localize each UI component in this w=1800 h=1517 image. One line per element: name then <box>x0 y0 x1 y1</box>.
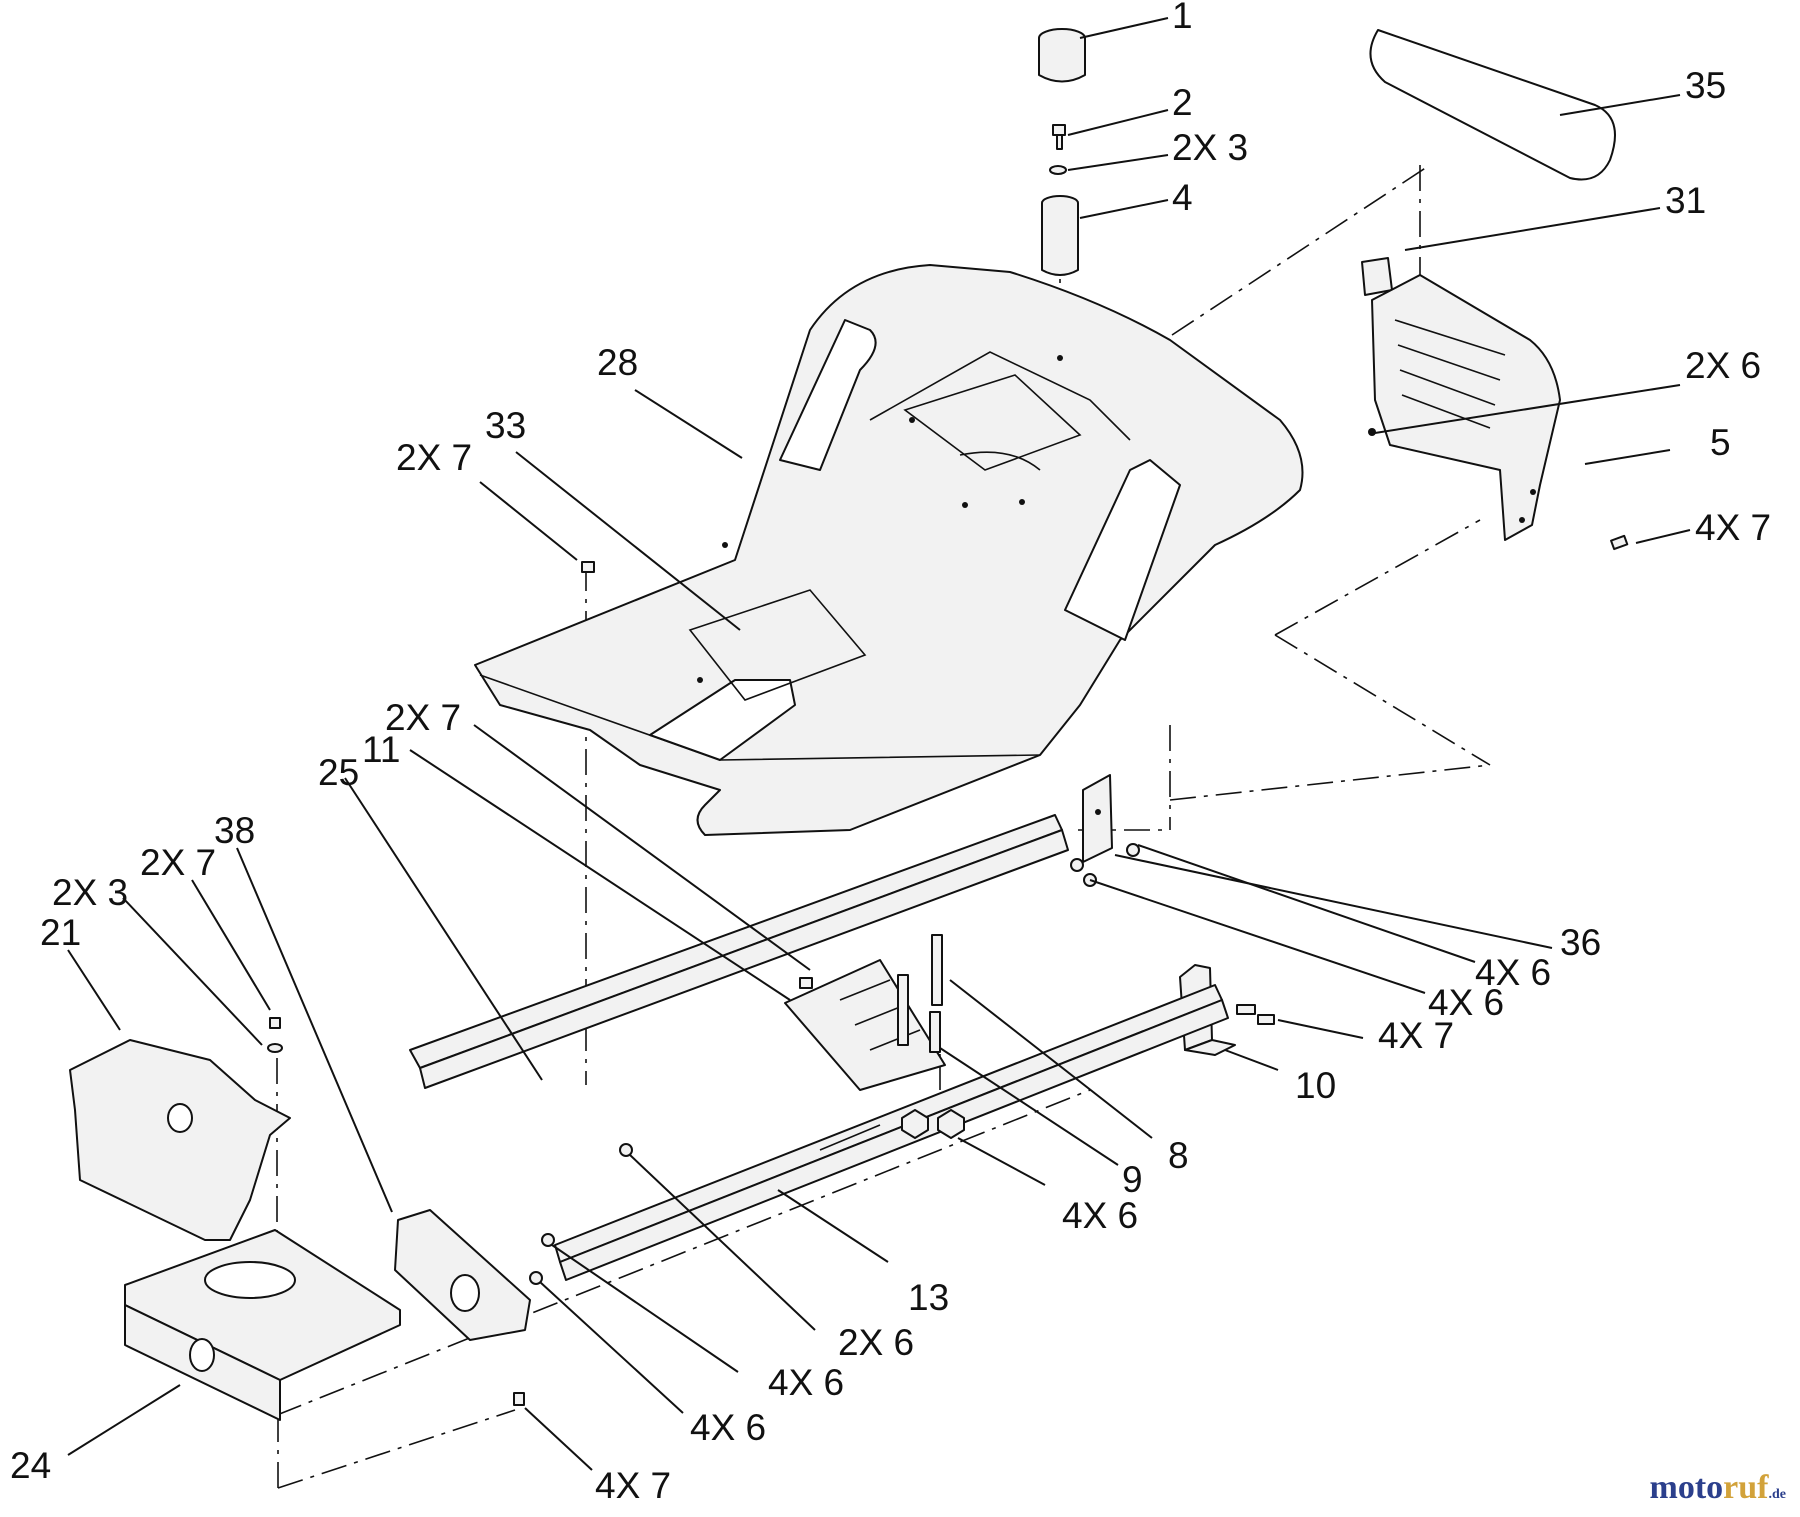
callout-38: 38 <box>214 810 255 851</box>
callout-4x-6-b: 4X 6 <box>1428 982 1504 1023</box>
leader-lines <box>67 17 1691 1471</box>
frame-crossmember-part-11 <box>784 959 946 1091</box>
callout-2x-7-c: 2X 7 <box>140 842 216 883</box>
bracket-part-38 <box>394 1209 531 1341</box>
callout-13: 13 <box>908 1277 949 1318</box>
callout-21: 21 <box>40 912 81 953</box>
callout-4x-6-d: 4X 6 <box>768 1362 844 1403</box>
callout-9: 9 <box>1122 1159 1143 1200</box>
callout-4x-7: 4X 7 <box>1695 507 1771 548</box>
callout-28: 28 <box>597 342 638 383</box>
callout-2: 2 <box>1172 82 1193 123</box>
callout-1: 1 <box>1172 0 1193 36</box>
decal-part-31 <box>1361 257 1393 296</box>
callout-31: 31 <box>1665 180 1706 221</box>
callout-2x-6: 2X 6 <box>1685 345 1761 386</box>
seat-part-35 <box>1369 29 1616 181</box>
bracket-part-36 <box>1082 774 1113 863</box>
watermark-suffix: .de <box>1768 1487 1787 1502</box>
callout-4x-6-e: 4X 6 <box>690 1407 766 1448</box>
seat-bracket-part-5 <box>1368 274 1629 551</box>
callout-2x-6-b: 2X 6 <box>838 1322 914 1363</box>
callout-4x-6-c: 4X 6 <box>1062 1195 1138 1236</box>
callout-8: 8 <box>1168 1135 1189 1176</box>
callout-4x-7-c: 4X 7 <box>595 1465 671 1506</box>
plate-part-24 <box>124 1229 401 1421</box>
spacer-part-9 <box>897 974 941 1053</box>
callout-5: 5 <box>1710 422 1731 463</box>
watermark-part2: ruf <box>1723 1469 1769 1506</box>
callout-36: 36 <box>1560 922 1601 963</box>
hardware-fasteners <box>513 561 1275 1406</box>
callout-2x-3-b: 2X 3 <box>52 872 128 913</box>
callout-33: 33 <box>485 405 526 446</box>
washer-part-3 <box>1049 165 1067 175</box>
callout-2x-7: 2X 7 <box>396 437 472 478</box>
callout-4x-6-a: 4X 6 <box>1475 952 1551 993</box>
watermark-logo: motoruf.de <box>1650 1469 1786 1507</box>
body-pan-part-28 <box>474 264 1304 836</box>
callout-10: 10 <box>1295 1065 1336 1106</box>
callout-35: 35 <box>1685 65 1726 106</box>
watermark-part1: moto <box>1649 1469 1724 1506</box>
screw-part-2 <box>1052 124 1066 150</box>
knob-part-1 <box>1038 28 1086 83</box>
callout-4: 4 <box>1172 177 1193 218</box>
frame-rail-part-25 <box>409 814 1069 1089</box>
callout-2x-7-b: 2X 7 <box>385 697 461 738</box>
spacer-part-4 <box>1041 195 1079 276</box>
callout-24: 24 <box>10 1445 51 1486</box>
pin-part-8 <box>931 934 943 1006</box>
callout-25: 25 <box>318 752 359 793</box>
callout-labels: 1 2 2X 3 4 35 31 2X 6 5 4X 7 28 33 2X 7 … <box>10 0 1771 1506</box>
frame-rail-part-13 <box>554 984 1229 1281</box>
callout-4x-7-b: 4X 7 <box>1378 1015 1454 1056</box>
callout-11: 11 <box>362 729 400 770</box>
callout-2x-3: 2X 3 <box>1172 127 1248 168</box>
cover-part-21 <box>69 1017 291 1241</box>
